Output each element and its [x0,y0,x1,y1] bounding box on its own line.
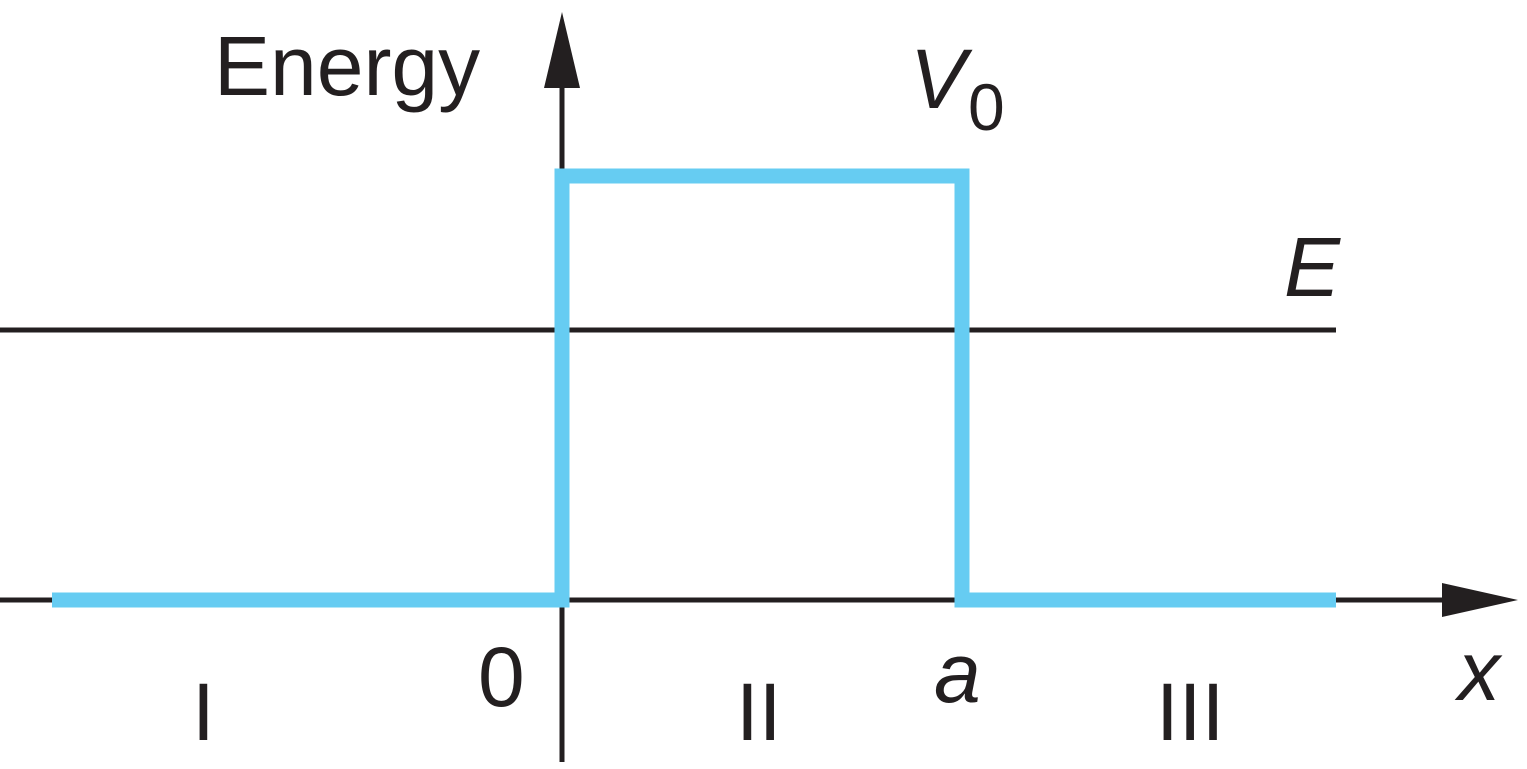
width-label: a [934,626,981,720]
y-axis-arrowhead [544,12,580,88]
y-axis-label: Energy [214,19,480,113]
x-axis-arrowhead [1442,583,1518,617]
energy-label: E [1284,220,1341,314]
barrier-height-label: V [910,32,973,126]
origin-label: 0 [478,630,525,724]
region-label-2: II [736,667,782,758]
barrier-height-subscript: 0 [968,70,1005,144]
barrier-profile [52,168,1336,608]
region-label-3: III [1156,667,1224,758]
region-label-1: I [192,667,215,758]
x-axis-label: x [1454,624,1503,718]
